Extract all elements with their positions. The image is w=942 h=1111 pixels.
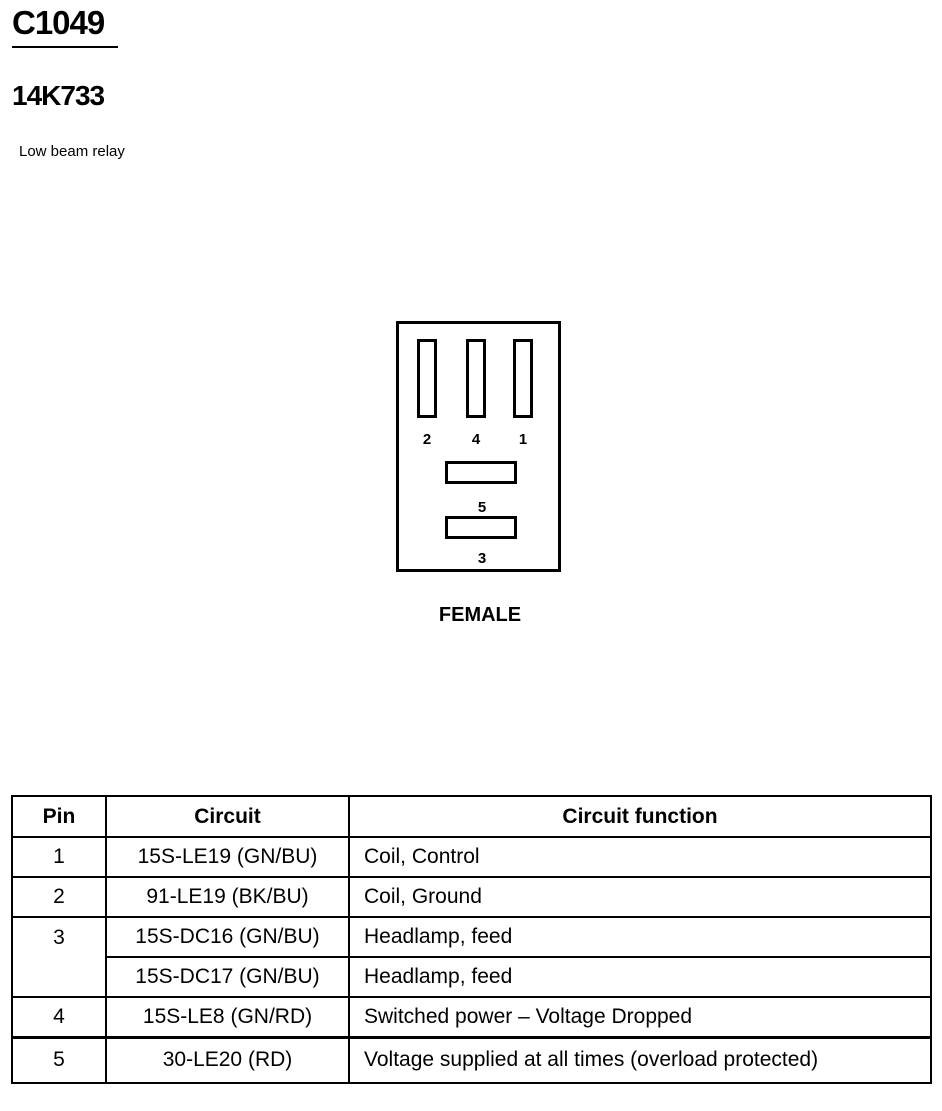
table-header-row: Pin Circuit Circuit function <box>11 795 932 838</box>
terminal-slot-pin-1 <box>513 339 533 418</box>
connector-id-underline <box>12 46 118 48</box>
circuit-function-cell: Coil, Ground <box>348 876 932 918</box>
pin-cell: 1 <box>11 836 107 878</box>
connector-face-diagram: 2 4 1 5 3 <box>396 321 561 572</box>
circuit-function-cell: Voltage supplied at all times (overload … <box>348 1035 932 1084</box>
connector-description: Low beam relay <box>19 143 125 160</box>
pin-label-4: 4 <box>472 431 481 448</box>
circuit-function-cell: Switched power – Voltage Dropped <box>348 996 932 1038</box>
circuit-cell: 91-LE19 (BK/BU) <box>105 876 350 918</box>
table-row: 2 91-LE19 (BK/BU) Coil, Ground <box>11 876 932 918</box>
circuit-cell: 30-LE20 (RD) <box>105 1035 350 1084</box>
pin-cell: 2 <box>11 876 107 918</box>
column-header-circuit-function: Circuit function <box>348 795 932 838</box>
terminal-slot-pin-4 <box>466 339 486 418</box>
circuit-function-cell: Headlamp, feed <box>348 956 932 998</box>
table-row: 4 15S-LE8 (GN/RD) Switched power – Volta… <box>11 996 932 1038</box>
pin-table: Pin Circuit Circuit function 1 15S-LE19 … <box>11 795 932 1084</box>
pin-cell: 5 <box>11 1035 107 1084</box>
pin-cell: 4 <box>11 996 107 1038</box>
table-row: 15S-DC17 (GN/BU) Headlamp, feed <box>12 956 932 998</box>
table-row: 3 15S-DC16 (GN/BU) Headlamp, feed <box>11 916 932 998</box>
column-header-circuit: Circuit <box>105 795 350 838</box>
table-row: 5 30-LE20 (RD) Voltage supplied at all t… <box>11 1035 932 1084</box>
pin-label-1: 1 <box>519 431 527 448</box>
pin-label-5: 5 <box>478 499 486 516</box>
table-row: 1 15S-LE19 (GN/BU) Coil, Control <box>11 836 932 878</box>
pin-label-3: 3 <box>478 550 486 567</box>
connector-id: C1049 <box>12 4 105 41</box>
circuit-function-cell: Headlamp, feed <box>348 916 932 958</box>
terminal-slot-pin-3 <box>445 516 517 539</box>
circuit-cell: 15S-LE19 (GN/BU) <box>105 836 350 878</box>
circuit-cell: 15S-DC17 (GN/BU) <box>105 956 350 998</box>
terminal-slot-pin-2 <box>417 339 437 418</box>
circuit-cell: 15S-DC16 (GN/BU) <box>105 916 350 958</box>
part-number: 14K733 <box>12 80 105 111</box>
connector-housing <box>396 321 561 572</box>
terminal-slot-pin-5 <box>445 461 517 484</box>
pin-label-2: 2 <box>423 431 431 448</box>
circuit-function-cell: Coil, Control <box>348 836 932 878</box>
circuit-cell: 15S-LE8 (GN/RD) <box>105 996 350 1038</box>
pin-cell: 3 <box>11 916 107 998</box>
connector-gender-label: FEMALE <box>438 604 522 626</box>
column-header-pin: Pin <box>11 795 107 838</box>
